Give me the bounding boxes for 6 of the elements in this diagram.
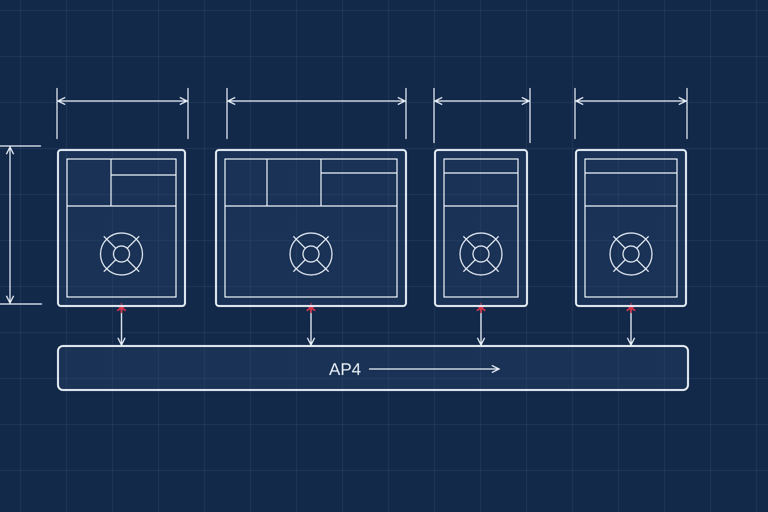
bus-bar: [57, 345, 689, 391]
bus-label: AP4: [329, 360, 362, 380]
cabinet-unit: [57, 149, 186, 307]
cabinet-unit: [434, 149, 528, 307]
cabinet-unit: [215, 149, 407, 307]
cabinet-unit: [575, 149, 687, 307]
